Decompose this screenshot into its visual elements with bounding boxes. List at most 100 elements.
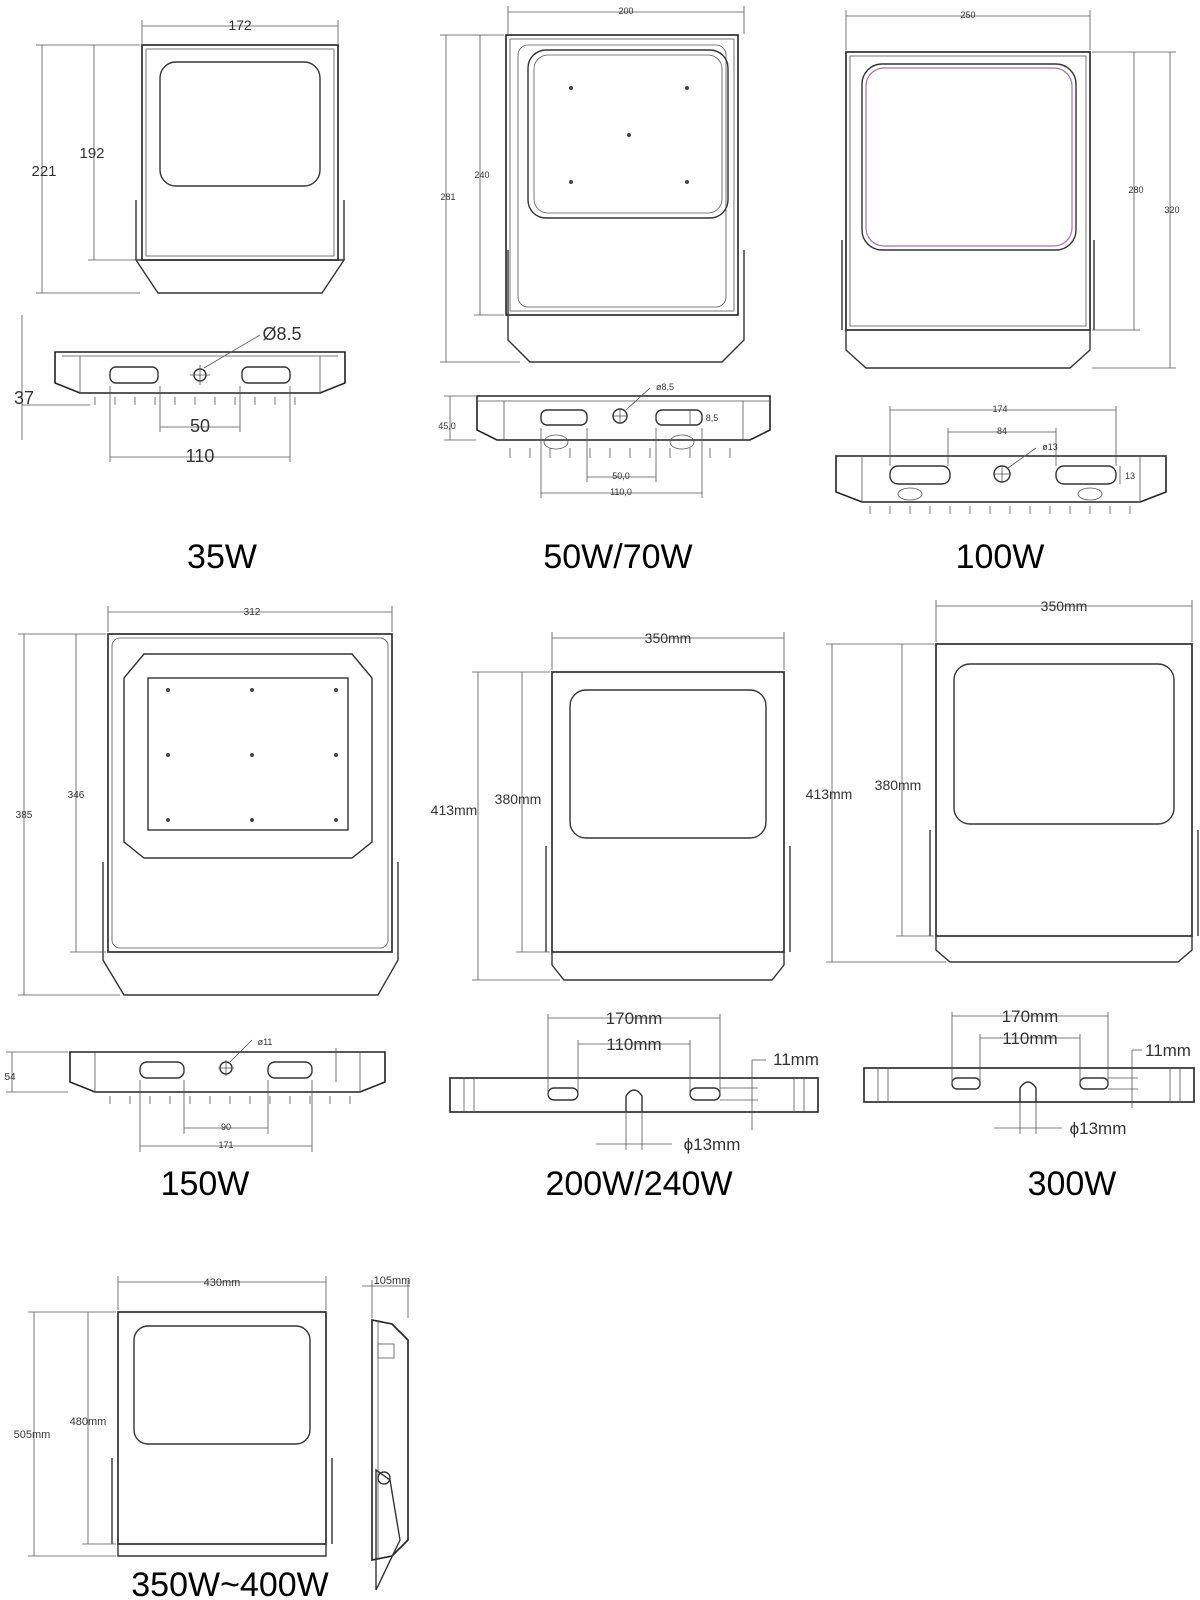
350w-side-bracket: [375, 1468, 401, 1591]
fixture-50w-70w: 200 281 240 ø8,5 8,5 45,0 50,0 1: [438, 6, 771, 576]
50w-width-label: 200: [618, 6, 633, 16]
35w-bracket: [134, 200, 346, 294]
150w-bottom-body: [69, 1051, 386, 1093]
100w-led-window: [861, 63, 1077, 251]
35w-width-label: 172: [228, 17, 252, 33]
300w-spacing-outer-label: 170mm: [1002, 1007, 1059, 1026]
350w-side-body: [371, 1319, 409, 1561]
title-300w: 300W: [1028, 1165, 1117, 1203]
350w-depth-label: 105mm: [374, 1275, 411, 1287]
35w-height-outer-label: 221: [31, 163, 56, 180]
fixture-35w: 172 221 192 Ø8.5 37 50 110 35W: [14, 17, 346, 576]
300w-front-body: [935, 643, 1193, 937]
title-100w: 100W: [956, 538, 1045, 576]
100w-height-inner-label: 280: [1128, 185, 1143, 195]
200w-slot-label: 11mm: [773, 1050, 819, 1069]
fixture-300w: 350mm 413mm 380mm 170mm 110mm 11mm ϕ13mm: [806, 598, 1199, 1203]
100w-bracket: [841, 240, 1095, 369]
300w-center-hole: [1019, 1081, 1037, 1102]
150w-bracket: [102, 862, 399, 996]
50w-slot-left: [540, 409, 588, 426]
350w-height-inner-label: 480mm: [70, 1416, 107, 1428]
35w-depth-label: 37: [14, 388, 34, 408]
title-35w: 35W: [187, 538, 257, 576]
50w-slot-label: 8,5: [706, 413, 719, 423]
300w-bracket: [929, 830, 1199, 963]
200w-spacing-outer-label: 170mm: [606, 1009, 663, 1028]
200w-spacing-inner-label: 110mm: [606, 1035, 661, 1054]
fixture-100w: 250 320 280 174 84 ø13 13 100W: [835, 10, 1180, 576]
50w-bracket: [507, 250, 745, 363]
200w-height-inner-label: 380mm: [495, 791, 542, 807]
title-350w-400w: 350W~400W: [131, 1566, 329, 1600]
50w-spacing-outer-label: 110,0: [610, 487, 632, 497]
150w-spacing-inner-label: 90: [221, 1122, 231, 1132]
300w-spacing-inner-label: 110mm: [1002, 1029, 1057, 1048]
35w-spacing-inner-label: 50: [190, 416, 210, 436]
350w-front-body: [117, 1311, 327, 1545]
fixture-150w: 312 385 346 ø11 54 90 171 150W: [4, 606, 399, 1203]
100w-slot-left: [889, 465, 951, 485]
50w-hole-label: ø8,5: [656, 382, 674, 392]
100w-spacing-outer-label: 174: [992, 404, 1007, 414]
200w-height-outer-label: 413mm: [431, 802, 478, 818]
150w-front-body: [107, 633, 393, 953]
100w-front-body: [845, 51, 1091, 331]
100w-slot-label: 13: [1125, 471, 1135, 481]
35w-led-window: [159, 61, 321, 187]
50w-led-window: [527, 49, 729, 219]
150w-height-outer-label: 385: [16, 810, 33, 821]
100w-bottom-body: [835, 455, 1167, 503]
300w-slot-label: 11mm: [1145, 1041, 1191, 1060]
300w-height-inner-label: 380mm: [875, 777, 922, 793]
100w-slot-right: [1055, 465, 1117, 485]
100w-hole-label: ø13: [1042, 442, 1058, 452]
title-50w-70w: 50W/70W: [543, 538, 692, 576]
350w-bracket: [111, 1458, 333, 1557]
50w-height-outer-label: 281: [440, 192, 455, 202]
300w-led-window: [953, 663, 1175, 825]
300w-height-outer-label: 413mm: [806, 786, 853, 802]
150w-slot-left: [139, 1061, 185, 1079]
35w-slot-right: [241, 366, 291, 384]
200w-bottom-body: [449, 1077, 819, 1113]
35w-slot-left: [109, 366, 159, 384]
150w-spacing-outer-label: 171: [218, 1140, 233, 1150]
fixture-200w-240w: 350mm 413mm 380mm 170mm 110mm 11mm ϕ13mm: [431, 630, 819, 1203]
150w-height-inner-label: 346: [68, 790, 85, 801]
350w-led-window: [133, 1325, 311, 1445]
200w-led-window: [569, 689, 767, 839]
35w-hole-label: Ø8.5: [262, 324, 301, 344]
200w-front-body: [551, 671, 785, 953]
350w-width-label: 430mm: [204, 1277, 241, 1289]
150w-led-panel: [147, 677, 349, 831]
350w-height-outer-label: 505mm: [14, 1429, 51, 1441]
fixture-350w-400w: 430mm 505mm 480mm 105mm 350W~400W: [14, 1275, 411, 1600]
150w-width-label: 312: [244, 607, 261, 618]
150w-slot-right: [267, 1061, 313, 1079]
50w-height-inner-label: 240: [474, 170, 489, 180]
200w-bracket: [545, 846, 791, 981]
200w-center-hole: [625, 1089, 643, 1112]
150w-reflector: [123, 653, 373, 859]
35w-front-body: [141, 44, 339, 261]
300w-bottom-body: [863, 1067, 1195, 1103]
35w-spacing-outer-label: 110: [186, 446, 215, 466]
150w-depth-label: 54: [4, 1072, 16, 1083]
100w-width-label: 250: [960, 10, 975, 20]
35w-height-inner-label: 192: [79, 145, 104, 162]
50w-bottom-body: [476, 395, 771, 441]
350w-pivot: [377, 1471, 391, 1485]
300w-hole-label: ϕ13mm: [1070, 1119, 1127, 1138]
50w-front-body: [505, 34, 739, 316]
50w-slot-right: [655, 409, 703, 426]
200w-width-label: 350mm: [645, 630, 692, 646]
100w-height-outer-label: 320: [1164, 205, 1179, 215]
title-150w: 150W: [161, 1165, 250, 1203]
50w-depth-label: 45,0: [438, 421, 456, 431]
150w-hole-label: ø11: [258, 1037, 273, 1047]
100w-spacing-inner-label: 84: [997, 426, 1007, 436]
50w-spacing-inner-label: 50,0: [612, 471, 630, 481]
200w-hole-label: ϕ13mm: [684, 1135, 741, 1154]
